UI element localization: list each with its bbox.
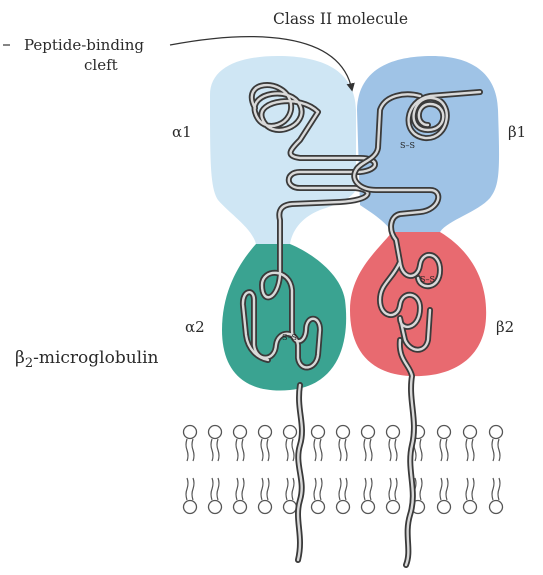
lipid-molecule bbox=[362, 426, 375, 514]
lipid-molecule bbox=[284, 426, 297, 514]
disulfide-bond-label: S–S bbox=[282, 333, 297, 342]
alpha1-label: α1 bbox=[172, 125, 192, 140]
beta2-label: β2 bbox=[496, 320, 514, 335]
disulfide-bond-label: S–S bbox=[400, 141, 415, 150]
cleft-label-line2: cleft bbox=[84, 58, 118, 73]
lipid-molecule bbox=[312, 426, 325, 514]
lipid-molecule bbox=[209, 426, 222, 514]
cleft-label-line1: Peptide-binding bbox=[24, 38, 144, 53]
alpha2-label: α2 bbox=[185, 320, 205, 335]
diagram-title: Class II molecule bbox=[273, 12, 408, 28]
b2m-subscript: 2 bbox=[25, 356, 33, 371]
lipid-molecule bbox=[184, 426, 197, 514]
lipid-bilayer bbox=[184, 426, 503, 514]
lipid-molecule bbox=[259, 426, 272, 514]
alpha2-domain bbox=[222, 244, 346, 390]
lipid-molecule bbox=[337, 426, 350, 514]
lipid-molecule bbox=[490, 426, 503, 514]
lipid-molecule bbox=[234, 426, 247, 514]
b2m-suffix: -microglobulin bbox=[33, 348, 158, 368]
disulfide-bond-label: S–S bbox=[420, 275, 435, 284]
beta2-microglobulin-label: β2-microglobulin bbox=[15, 350, 159, 367]
lipid-molecule bbox=[387, 426, 400, 514]
lipid-molecule bbox=[438, 426, 451, 514]
lipid-molecule bbox=[464, 426, 477, 514]
beta1-label: β1 bbox=[508, 125, 526, 140]
alpha1-domain bbox=[210, 56, 356, 244]
b2m-prefix: β bbox=[15, 348, 25, 368]
